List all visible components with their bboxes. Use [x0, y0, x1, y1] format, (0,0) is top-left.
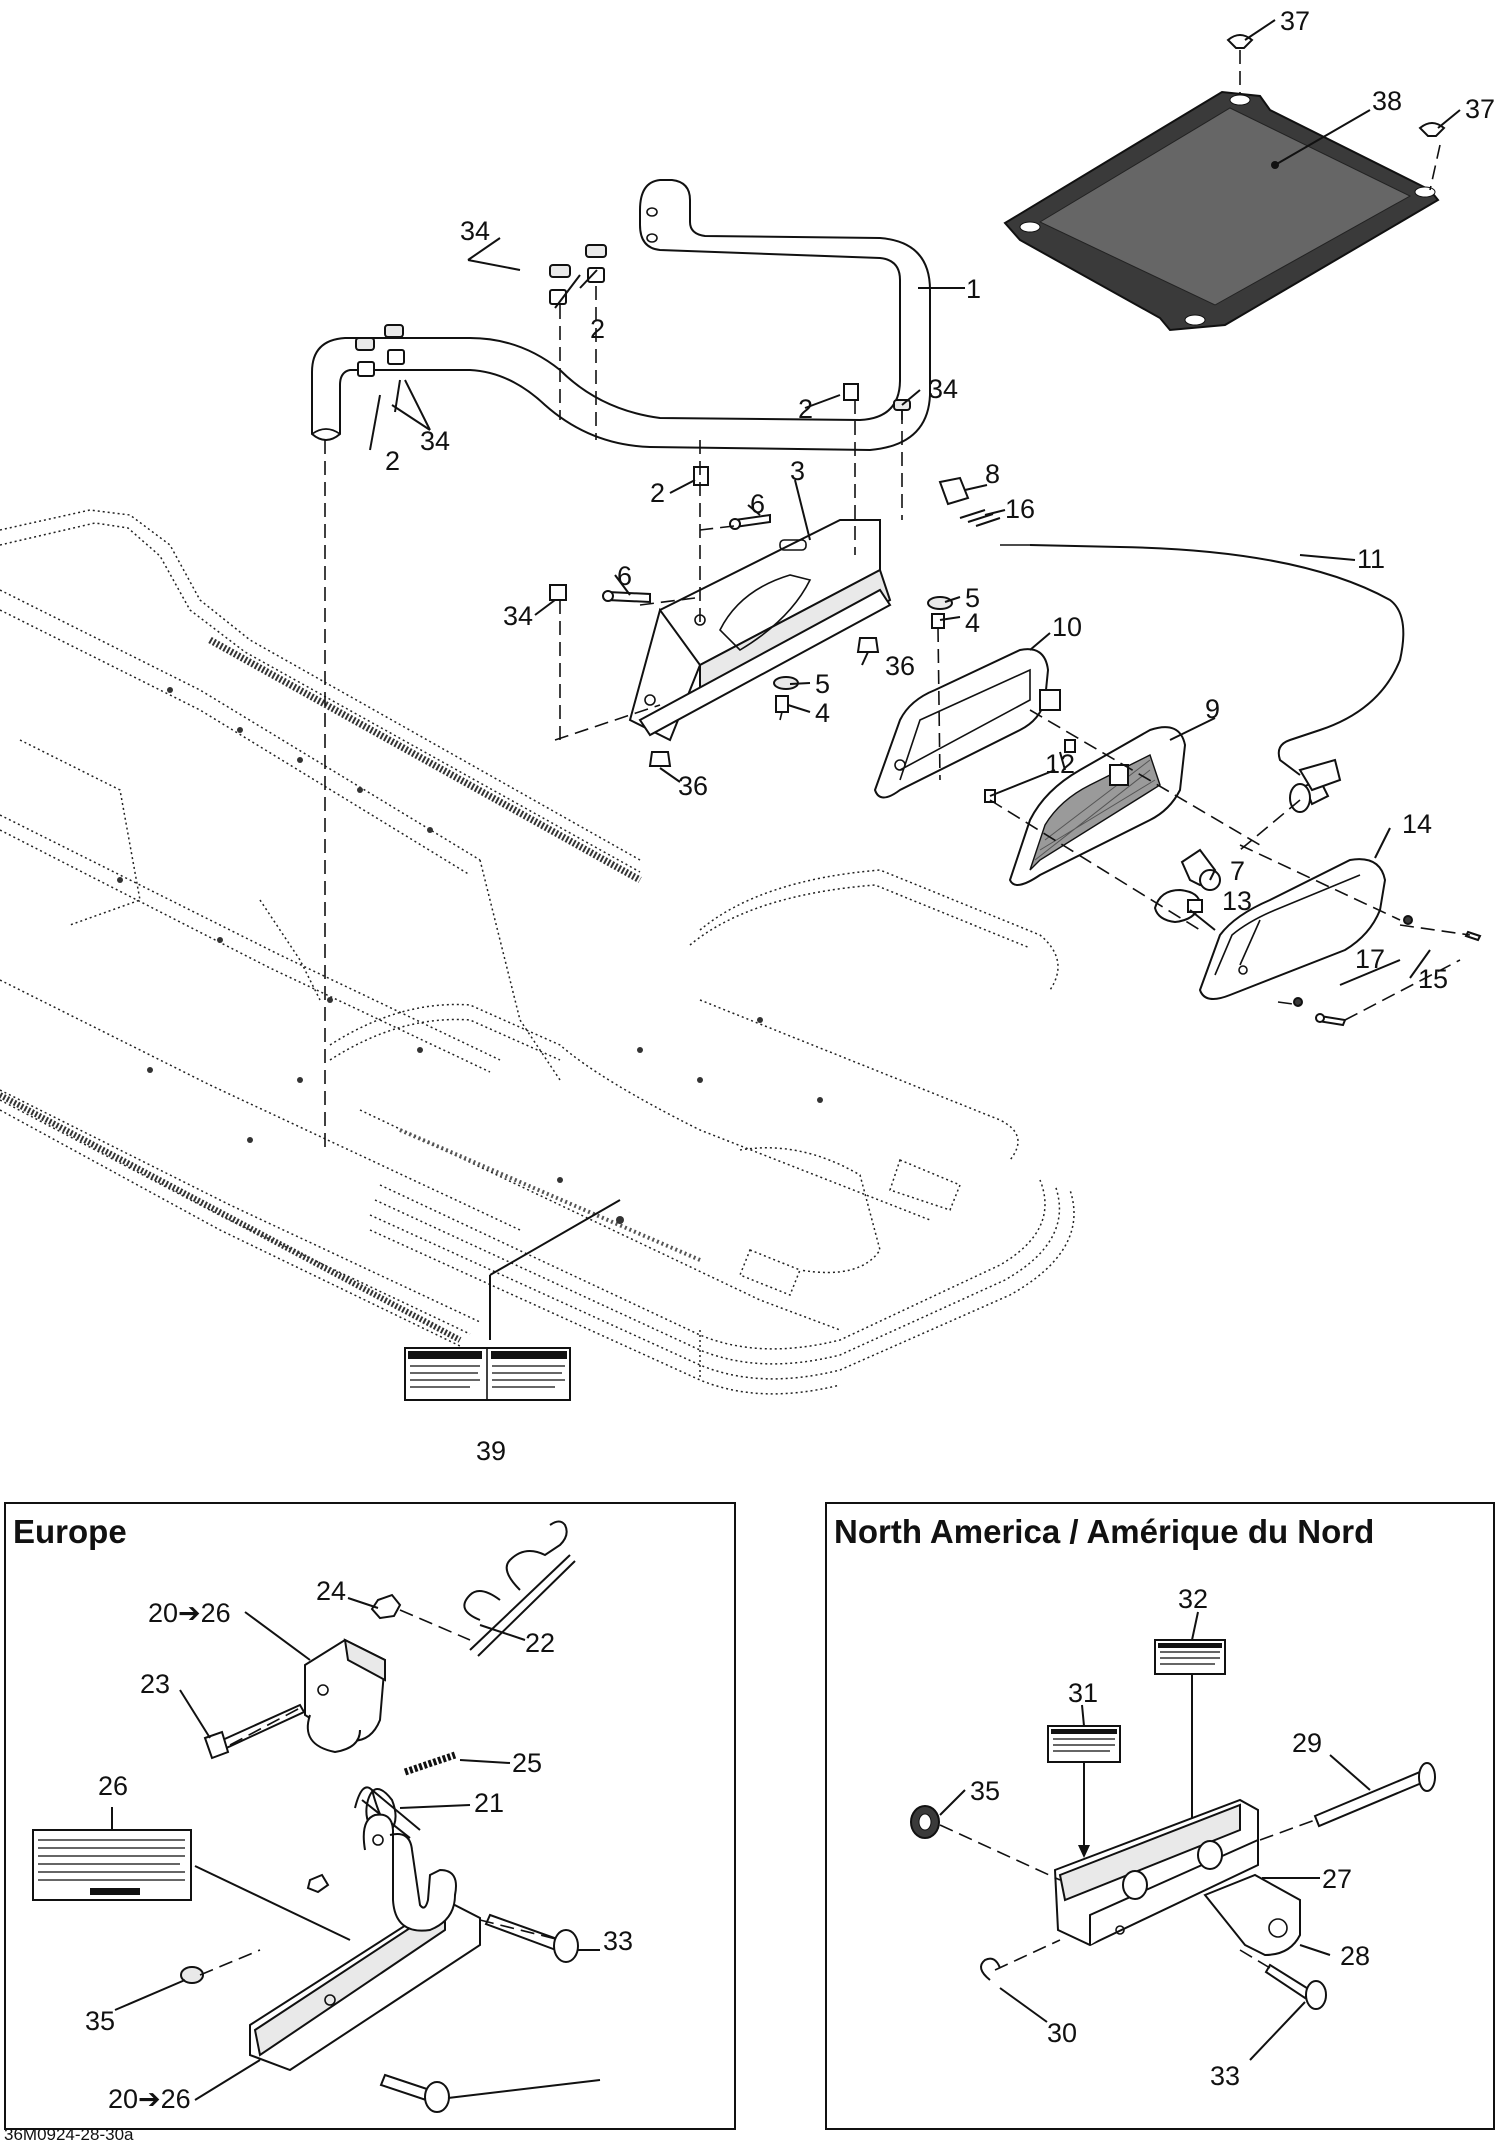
north-america-title: North America / Amérique du Nord	[834, 1513, 1374, 1550]
callout-34: 34	[503, 601, 533, 631]
callout-38: 38	[1372, 86, 1402, 116]
callout-24: 24	[316, 1576, 346, 1606]
callout-30: 30	[1047, 2018, 1077, 2048]
callout-29: 29	[1292, 1728, 1322, 1758]
bracket-fasteners	[549, 513, 953, 767]
callouts-top: 37 37 38 34 2 1 2 34 2 34 2 3 8 16 6 11 …	[385, 6, 1495, 1466]
drawing-code: 36M0924-28-30a	[4, 2125, 134, 2144]
bulb-socket	[1180, 778, 1330, 891]
handle-fasteners	[355, 244, 911, 486]
light-bracket	[628, 519, 892, 742]
callout-4: 4	[815, 698, 830, 728]
wiring-harness	[938, 476, 1405, 792]
callout-20-26: 20➔26	[108, 2084, 191, 2114]
callout-33: 33	[1210, 2061, 1240, 2091]
callout-33: 33	[603, 1926, 633, 1956]
callout-1: 1	[966, 274, 981, 304]
callout-31: 31	[1068, 1678, 1098, 1708]
callout-14: 14	[1402, 809, 1432, 839]
callout-5: 5	[965, 583, 980, 613]
callout-9: 9	[1205, 694, 1220, 724]
callout-37: 37	[1280, 6, 1310, 36]
callout-2: 2	[385, 446, 400, 476]
bulb	[1153, 888, 1203, 924]
callout-22: 22	[525, 1628, 555, 1658]
callout-21: 21	[474, 1788, 504, 1818]
leader-lines-top	[324, 19, 1471, 1340]
callout-28: 28	[1340, 1941, 1370, 1971]
callout-34: 34	[460, 216, 490, 246]
callout-3: 3	[790, 456, 805, 486]
tail-light-housing	[873, 648, 1076, 803]
callout-15: 15	[1418, 964, 1448, 994]
callout-35: 35	[970, 1776, 1000, 1806]
europe-title: Europe	[13, 1513, 127, 1550]
tail-light-lens	[1198, 858, 1387, 1000]
lens-screws	[1293, 915, 1482, 1027]
callout-7: 7	[1230, 856, 1245, 886]
callout-2: 2	[650, 478, 665, 508]
callout-11: 11	[1357, 544, 1385, 574]
callout-27: 27	[1322, 1864, 1352, 1894]
callout-10: 10	[1052, 612, 1082, 642]
tunnel-body	[0, 509, 1075, 1395]
callout-25: 25	[512, 1748, 542, 1778]
europe-panel: Europe	[4, 1502, 736, 2130]
grab-handle	[311, 179, 931, 452]
callout-36: 36	[678, 771, 708, 801]
callout-2: 2	[798, 394, 813, 424]
callout-12: 12	[1045, 749, 1075, 779]
callout-20-26: 20➔26	[148, 1598, 231, 1628]
callout-4: 4	[965, 608, 980, 638]
callout-5: 5	[815, 669, 830, 699]
callout-16: 16	[1005, 494, 1035, 524]
callout-6: 6	[617, 561, 632, 591]
warning-decal-39	[404, 1347, 571, 1401]
callout-39: 39	[476, 1436, 506, 1466]
callout-35: 35	[85, 2006, 115, 2036]
callout-17: 17	[1355, 944, 1385, 974]
north-america-panel: North America / Amérique du Nord	[825, 1502, 1495, 2130]
callout-13: 13	[1222, 886, 1252, 916]
callout-26: 26	[98, 1771, 128, 1801]
callout-36: 36	[885, 651, 915, 681]
callout-6: 6	[750, 489, 765, 519]
cargo-mat	[1003, 90, 1440, 332]
callout-32: 32	[1178, 1584, 1208, 1614]
callout-34: 34	[420, 426, 450, 456]
callout-2: 2	[590, 314, 605, 344]
callout-37: 37	[1465, 94, 1495, 124]
callout-8: 8	[985, 459, 1000, 489]
callout-23: 23	[140, 1669, 170, 1699]
tail-light-reflector	[1008, 726, 1187, 886]
callout-34: 34	[928, 374, 958, 404]
